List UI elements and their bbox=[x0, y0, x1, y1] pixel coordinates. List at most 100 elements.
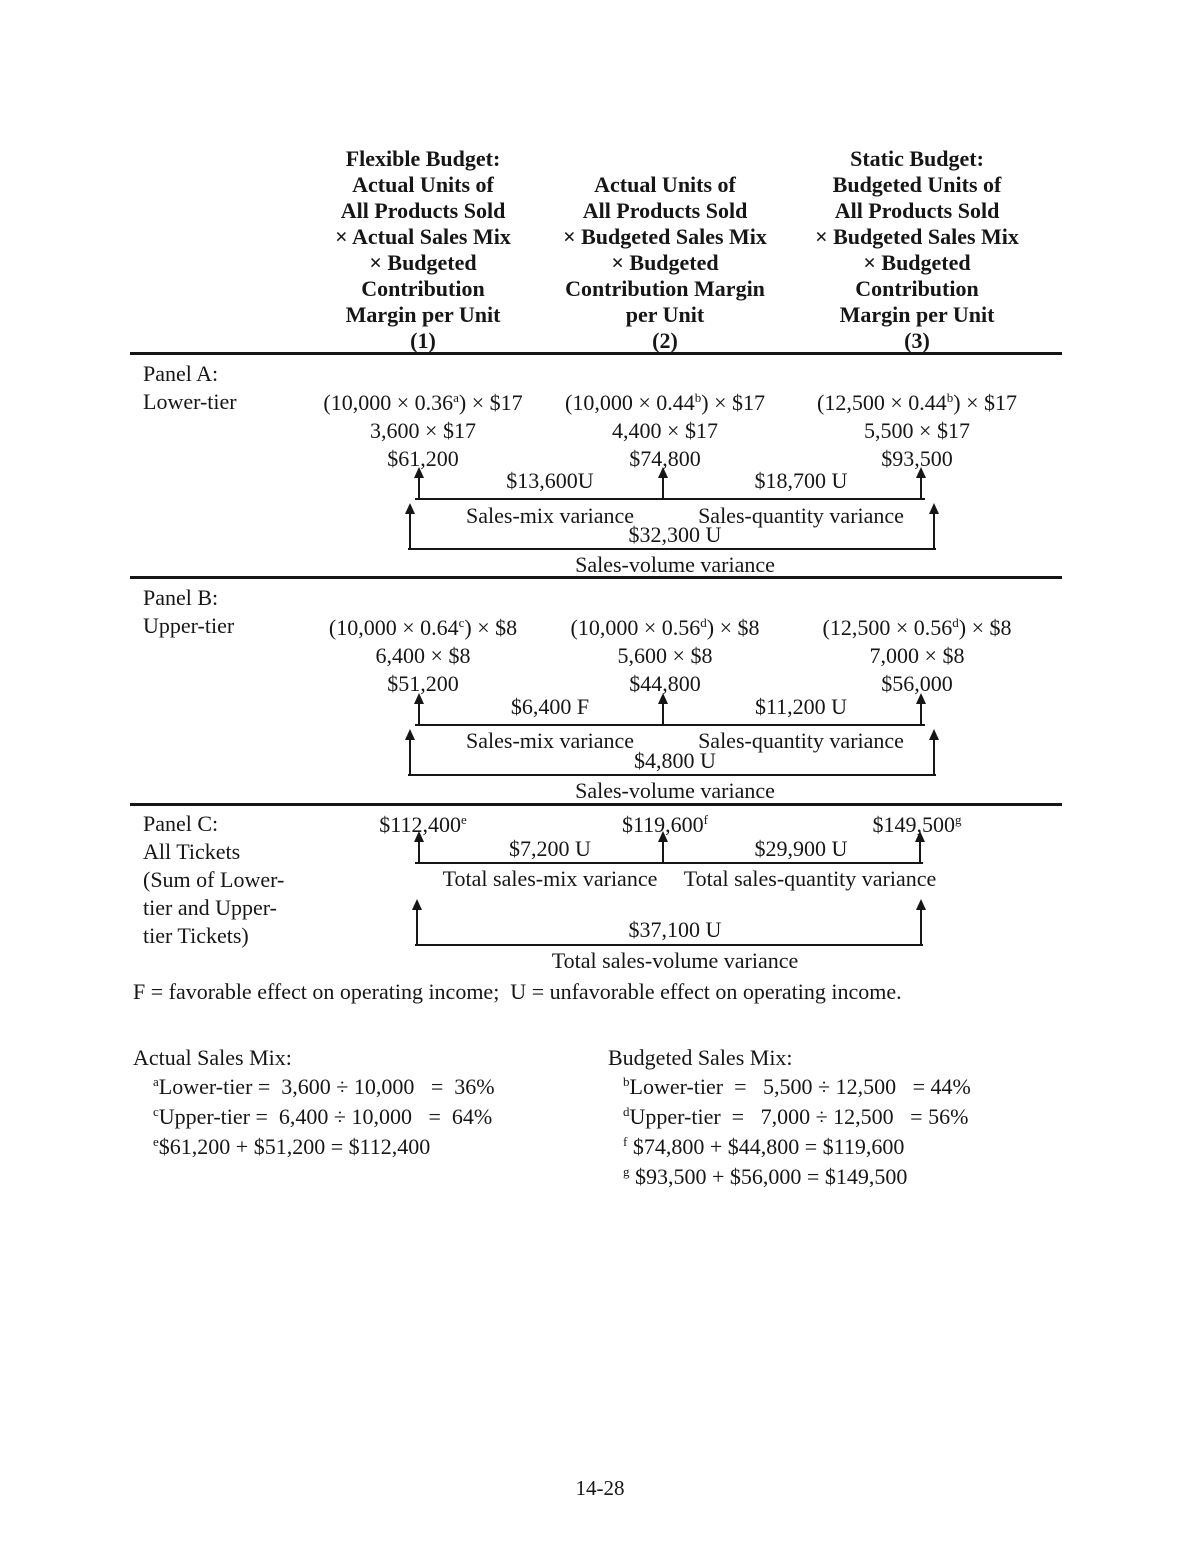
panel-b-col1-formula: (10,000 × 0.64c) × $8 bbox=[273, 615, 573, 641]
up-arrow-head bbox=[658, 467, 668, 478]
up-arrow-stem bbox=[662, 703, 664, 724]
note-budgeted-total-3: g $93,500 + $56,000 = $149,500 bbox=[623, 1164, 907, 1190]
panel-c-col3-total: $149,500g bbox=[767, 812, 1067, 838]
formula-text: ) × $8 bbox=[464, 615, 518, 640]
panel-a-volume-variance-label: Sales-volume variance bbox=[575, 552, 775, 577]
formula-text: ) × $17 bbox=[701, 390, 765, 415]
up-arrow-head bbox=[929, 503, 939, 514]
panel-a-quantity-variance-label: Sales-quantity variance bbox=[698, 503, 904, 528]
panel-b-quantity-variance-amount: $11,200 U bbox=[754, 694, 848, 719]
bracket-line bbox=[415, 498, 925, 500]
panel-a-col3-formula: (12,500 × 0.44b) × $17 bbox=[767, 390, 1067, 416]
bracket-line bbox=[408, 548, 936, 550]
up-arrow-head bbox=[658, 831, 668, 842]
note-budgeted-total-2: f $74,800 + $44,800 = $119,600 bbox=[623, 1134, 904, 1160]
up-arrow-stem bbox=[919, 841, 921, 862]
up-arrow-stem bbox=[418, 841, 420, 862]
panel-a-col2-formula: (10,000 × 0.44b) × $17 bbox=[515, 390, 815, 416]
note-text: Upper-tier = 6,400 ÷ 10,000 = 64% bbox=[158, 1104, 493, 1129]
footnote-marker: f bbox=[703, 812, 709, 827]
up-arrow-head bbox=[414, 467, 424, 478]
budgeted-sales-mix-title: Budgeted Sales Mix: bbox=[608, 1045, 793, 1070]
panel-b-col2-total: $44,800 bbox=[629, 671, 701, 696]
formula-text: (12,500 × 0.56 bbox=[822, 615, 953, 640]
header-line: Budgeted Units of bbox=[832, 172, 1002, 197]
panel-a-label: Panel A: Lower-tier bbox=[143, 360, 237, 416]
note-text: $74,800 + $44,800 = $119,600 bbox=[627, 1134, 905, 1159]
footnote-marker: a bbox=[153, 1074, 159, 1089]
panel-a-title: Panel A: bbox=[143, 361, 219, 386]
panel-a-volume-variance-amount: $32,300 U bbox=[628, 522, 722, 547]
footnote-marker: d bbox=[700, 615, 707, 630]
panel-c-mix-variance-label: Total sales-mix variance bbox=[442, 866, 658, 891]
panel-b-col3-total: $56,000 bbox=[881, 671, 953, 696]
header-line: All Products Sold bbox=[340, 198, 506, 223]
up-arrow-head bbox=[405, 729, 415, 740]
panel-c-subtitle: All Tickets bbox=[143, 839, 241, 864]
up-arrow-head bbox=[414, 693, 424, 704]
up-arrow-stem bbox=[416, 909, 418, 944]
footnote-marker: b bbox=[623, 1074, 630, 1089]
up-arrow-stem bbox=[662, 477, 664, 498]
panel-a-col1-total: $61,200 bbox=[387, 446, 459, 471]
panel-c-mix-variance-amount: $7,200 U bbox=[509, 836, 591, 861]
header-column-number: (1) bbox=[410, 328, 436, 353]
panel-a-subtitle: Lower-tier bbox=[143, 389, 237, 414]
footnote-marker: g bbox=[955, 812, 962, 827]
footnote-marker: c bbox=[458, 615, 465, 630]
panel-b-col2-formula: (10,000 × 0.56d) × $8 bbox=[515, 615, 815, 641]
header-line: Flexible Budget: bbox=[345, 146, 501, 171]
header-line: All Products Sold bbox=[834, 198, 1000, 223]
panel-c-volume-variance-label: Total sales-volume variance bbox=[551, 948, 799, 973]
panel-a-col2-calc: 4,400 × $17 bbox=[612, 418, 718, 443]
panel-a-col3-total: $93,500 bbox=[881, 446, 953, 471]
formula-text: (10,000 × 0.36 bbox=[323, 390, 454, 415]
formula-text: (12,500 × 0.44 bbox=[817, 390, 947, 415]
panel-b-col1-calc: 6,400 × $8 bbox=[375, 643, 471, 668]
up-arrow-stem bbox=[933, 739, 935, 774]
header-line: Static Budget: bbox=[850, 146, 984, 171]
up-arrow-head bbox=[412, 899, 422, 910]
up-arrow-head bbox=[916, 467, 926, 478]
up-arrow-stem bbox=[662, 841, 664, 862]
panel-b-subtitle: Upper-tier bbox=[143, 613, 235, 638]
note-text: Lower-tier = 5,500 ÷ 12,500 = 44% bbox=[629, 1074, 971, 1099]
up-arrow-head bbox=[929, 729, 939, 740]
footnote-marker: g bbox=[623, 1164, 630, 1179]
header-line: Contribution bbox=[361, 276, 485, 301]
panel-a-col2-total: $74,800 bbox=[629, 446, 701, 471]
footnote-marker: d bbox=[623, 1104, 630, 1119]
up-arrow-head bbox=[916, 693, 926, 704]
header-line: per Unit bbox=[625, 302, 705, 327]
header-line: × Budgeted bbox=[863, 250, 971, 275]
panel-b-label: Panel B: Upper-tier bbox=[143, 584, 234, 640]
panel-a-col3-calc: 5,500 × $17 bbox=[864, 418, 970, 443]
bracket-line bbox=[415, 862, 923, 864]
header-line: × Budgeted bbox=[611, 250, 719, 275]
panel-c-quantity-variance-label: Total sales-quantity variance bbox=[683, 866, 937, 891]
panel-c-volume-variance-amount: $37,100 U bbox=[628, 917, 722, 942]
panel-b-mix-variance-label: Sales-mix variance bbox=[466, 728, 634, 753]
up-arrow-head bbox=[414, 831, 424, 842]
header-column-static-budget: Static Budget: Budgeted Units of All Pro… bbox=[762, 146, 1072, 354]
panel-a-col1-calc: 3,600 × $17 bbox=[370, 418, 476, 443]
up-arrow-stem bbox=[920, 703, 922, 724]
panel-a-mix-variance-amount: $13,600U bbox=[506, 468, 594, 493]
note-text: $61,200 + $51,200 = $112,400 bbox=[158, 1134, 431, 1159]
page-number: 14-28 bbox=[575, 1476, 625, 1500]
header-column-flexible-budget: Flexible Budget: Actual Units of All Pro… bbox=[268, 146, 578, 354]
note-budgeted-upper-tier: dUpper-tier = 7,000 ÷ 12,500 = 56% bbox=[623, 1104, 968, 1130]
header-line: Margin per Unit bbox=[839, 302, 995, 327]
panel-b-col3-formula: (12,500 × 0.56d) × $8 bbox=[767, 615, 1067, 641]
formula-text: ) × $8 bbox=[706, 615, 760, 640]
formula-text: ) × $8 bbox=[958, 615, 1012, 640]
divider-line bbox=[130, 576, 1062, 579]
note-actual-upper-tier: cUpper-tier = 6,400 ÷ 10,000 = 64% bbox=[153, 1104, 492, 1130]
panel-b-quantity-variance-label: Sales-quantity variance bbox=[698, 728, 904, 753]
panel-b-col3-calc: 7,000 × $8 bbox=[869, 643, 965, 668]
note-budgeted-lower-tier: bLower-tier = 5,500 ÷ 12,500 = 44% bbox=[623, 1074, 971, 1100]
panel-c-label: Panel C: All Tickets (Sum of Lower- tier… bbox=[143, 810, 284, 950]
up-arrow-head bbox=[658, 693, 668, 704]
note-actual-total: e$61,200 + $51,200 = $112,400 bbox=[153, 1134, 430, 1160]
favorable-unfavorable-footnote: F = favorable effect on operating income… bbox=[133, 979, 902, 1004]
